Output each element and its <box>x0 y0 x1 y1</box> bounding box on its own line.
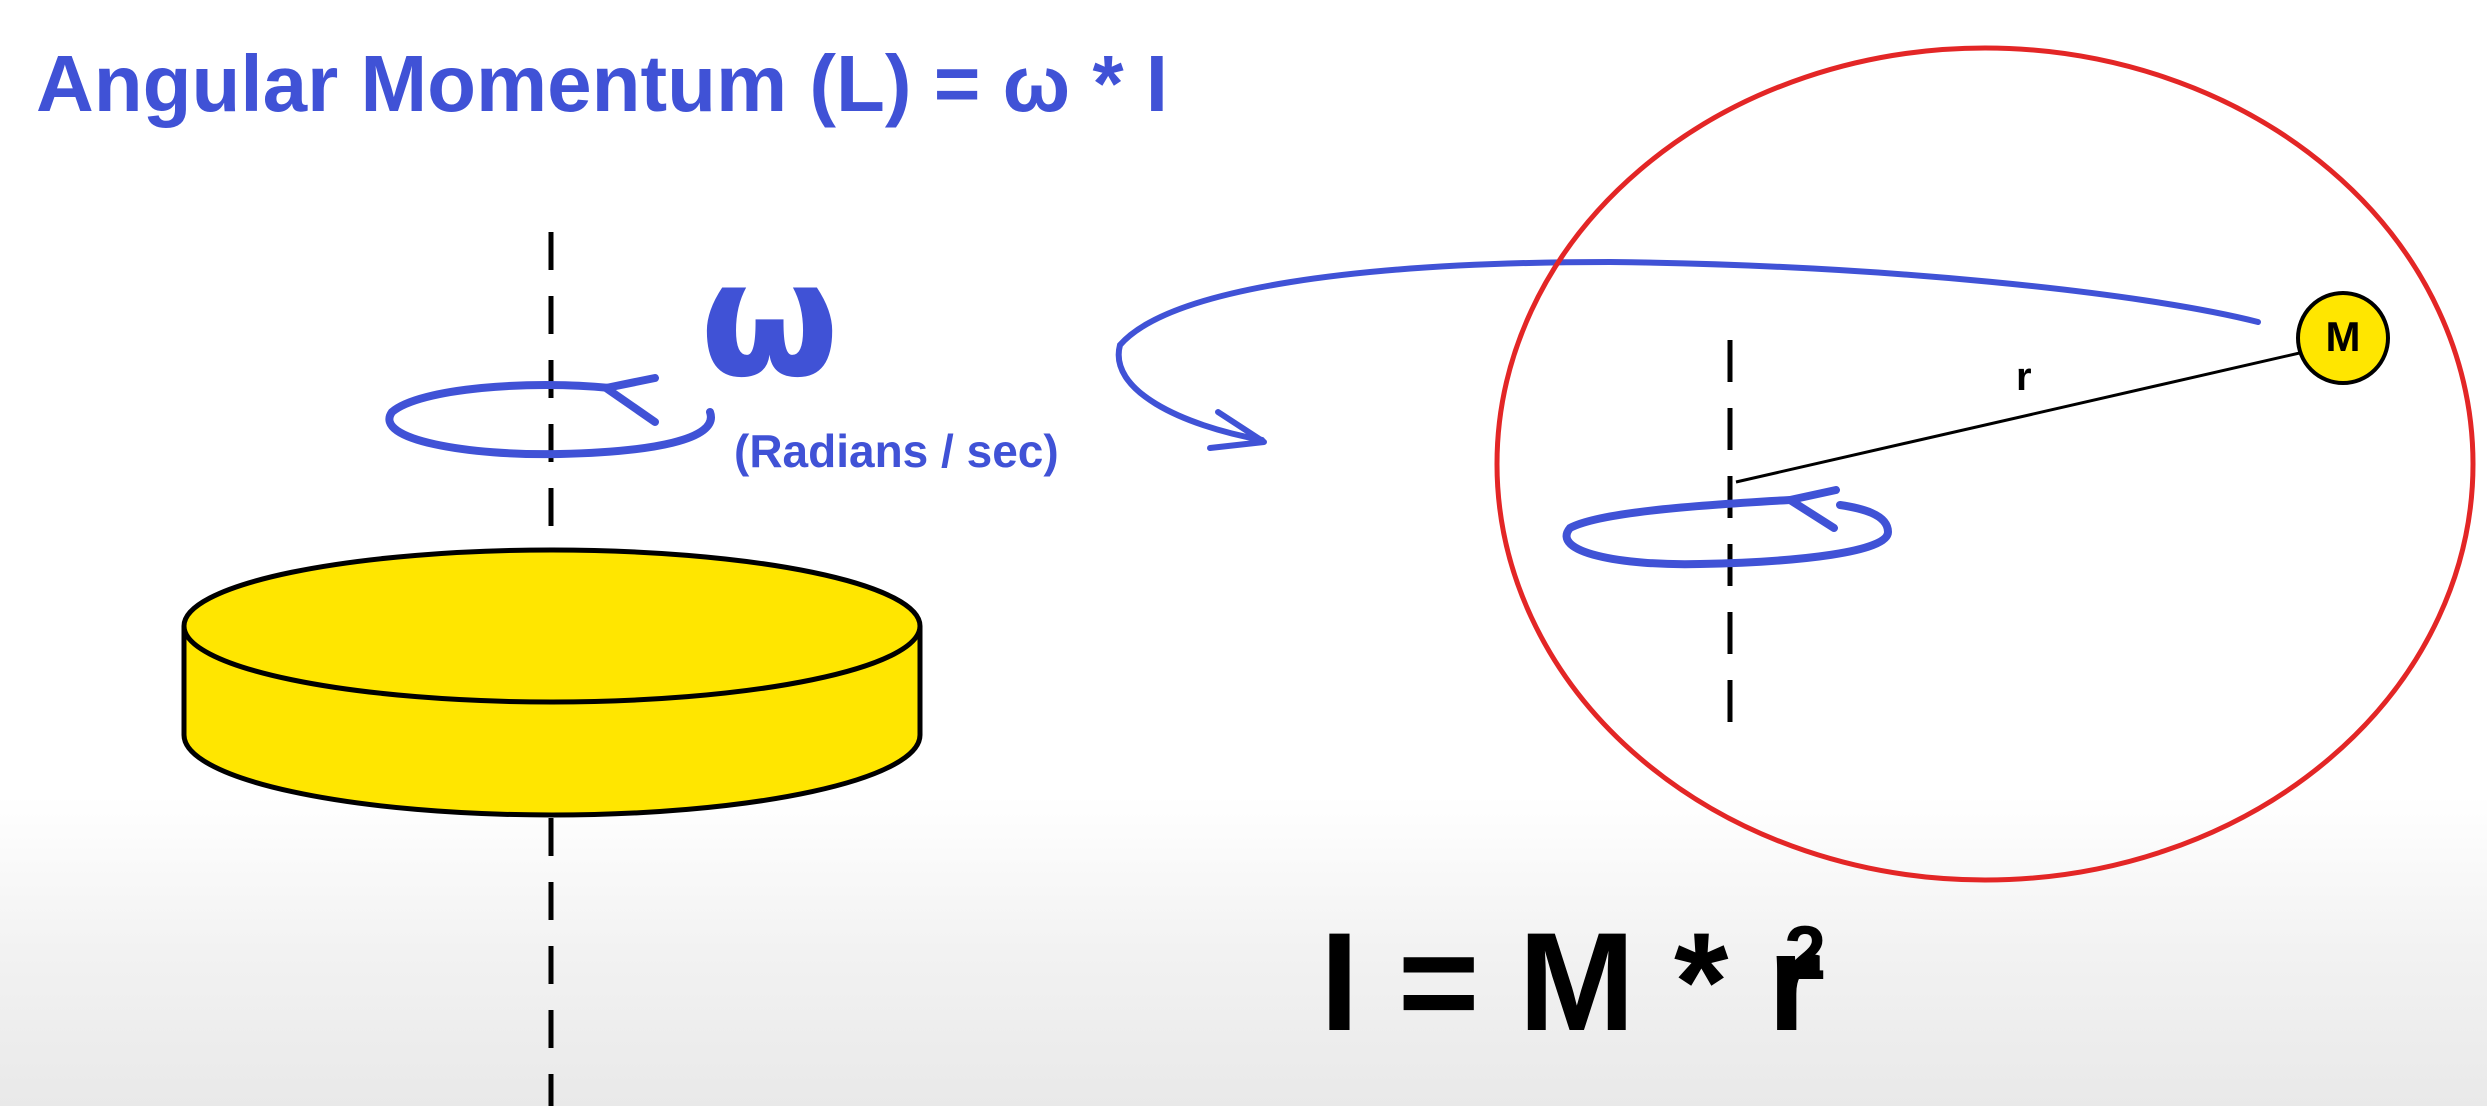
radius-label: r <box>2016 355 2032 399</box>
mass-rotation-arrowhead <box>1786 486 1840 532</box>
mass-label: M <box>2325 313 2361 360</box>
moment-of-inertia-formula: I = M * r <box>1320 903 1822 1060</box>
disk-top-face <box>181 547 923 705</box>
disk-rotation-arrowhead <box>602 374 659 426</box>
omega-symbol: ω <box>700 226 840 413</box>
highlight-circle <box>1494 45 2476 883</box>
page-title: Angular Momentum (L) = ω * I <box>36 39 1169 128</box>
point-mass <box>2296 291 2390 385</box>
formula-exponent: 2 <box>1784 911 1827 996</box>
orbit-arrow <box>1115 258 2261 443</box>
orbit-arrowhead <box>1207 409 1267 451</box>
rotating-disk <box>181 547 923 818</box>
mass-rotation-arrow <box>1562 496 1893 569</box>
radius-line <box>1735 350 2305 484</box>
disk-rotation-arrow <box>385 381 715 459</box>
omega-units: (Radians / sec) <box>734 425 1059 477</box>
